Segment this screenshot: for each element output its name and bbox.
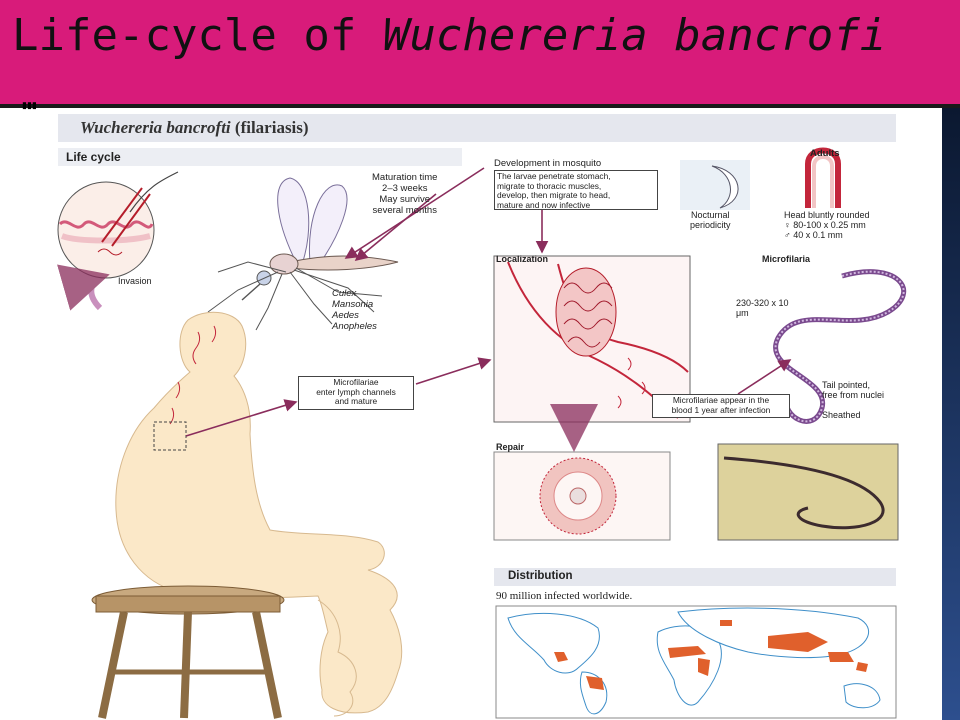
title-bar: Life-cycle of Wuchereria bancrofi	[0, 0, 960, 104]
blood-arrow	[737, 359, 792, 395]
human-figure	[115, 311, 403, 717]
life-cycle-figure: Wuchereria bancrofti (filariasis) Life c…	[38, 112, 938, 720]
localization-label: Localization	[496, 254, 549, 264]
invasion-inset	[57, 171, 179, 279]
distribution-heading: Distribution	[508, 570, 573, 582]
distribution-header-bar	[494, 568, 896, 586]
figure-illustration	[57, 114, 907, 719]
development-box: The larvae penetrate stomach,migrate to …	[494, 170, 658, 210]
adults-description: Head bluntly rounded♀ 80-100 x 0.25 mm♂ …	[784, 210, 870, 240]
maturation-arrow	[354, 193, 437, 262]
invasion-label: Invasion	[118, 276, 152, 286]
microfilaria-worm	[773, 269, 907, 424]
sheathed-label: Sheathed	[822, 410, 861, 420]
edge-ticks: ▮▮▮	[22, 100, 37, 110]
life-cycle-header-bar	[58, 148, 462, 166]
photomicrograph-worm	[723, 456, 885, 530]
development-heading: Development in mosquito	[494, 158, 602, 169]
slide-title: Life-cycle of Wuchereria bancrofi	[12, 10, 886, 61]
microfilaria-tail: Tail pointed,free from nuclei	[822, 380, 885, 400]
figure-title-species: Wuchereria bancrofti	[80, 118, 231, 137]
development-arrow	[344, 167, 485, 259]
figure-title-suffix: (filariasis)	[234, 118, 309, 137]
world-map	[495, 605, 897, 719]
repair-label: Repair	[496, 442, 525, 452]
adults-heading: Adults	[810, 148, 840, 159]
title-rule	[0, 104, 960, 108]
title-prefix: Life-cycle of	[12, 10, 383, 61]
nocturnal-panel	[680, 160, 750, 210]
slide-edge-strip	[942, 108, 960, 720]
microfilaria-heading: Microfilaria	[762, 254, 811, 264]
figure-header-bar	[58, 114, 896, 142]
title-species: Wuchereria bancrofi	[382, 10, 887, 61]
life-cycle-label: Life cycle	[66, 150, 121, 164]
lymph-arrow	[185, 399, 298, 437]
stool-illustration	[91, 585, 285, 719]
figure-title: Wuchereria bancrofti (filariasis)	[80, 118, 309, 138]
lymph-to-localization-arrow	[415, 357, 492, 385]
repair-illustration	[493, 451, 671, 541]
adult-worm-head	[805, 147, 841, 208]
mosquito-illustration	[207, 177, 399, 331]
distribution-text: 90 million infected worldwide.	[496, 590, 633, 602]
crescent-moon-icon	[711, 165, 739, 209]
invasion-arrow	[57, 264, 110, 311]
